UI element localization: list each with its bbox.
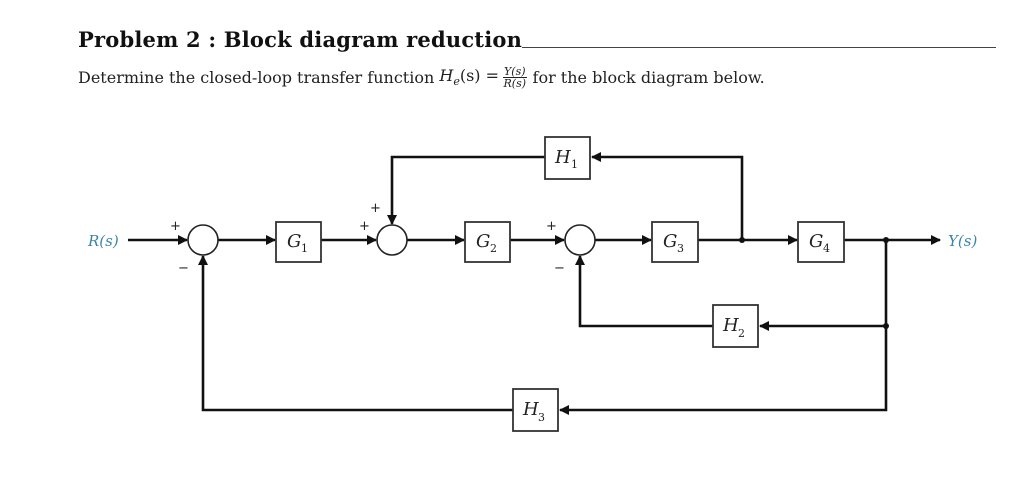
tf-subscript: e <box>453 75 460 89</box>
block-g2: G 2 <box>464 221 511 263</box>
block-g4-letter: G <box>809 231 823 252</box>
description-suffix: for the block diagram below. <box>532 68 765 87</box>
summing-junction-s1: + − <box>170 219 219 276</box>
block-g2-sub: 2 <box>490 242 497 255</box>
block-h1: H 1 <box>544 136 591 180</box>
block-g1: G 1 <box>275 221 322 263</box>
wire-h1-feedback-out <box>387 155 545 225</box>
block-h3-sub: 3 <box>538 411 545 424</box>
block-h2: H 2 <box>712 304 759 348</box>
fraction-denominator: R(s) <box>503 77 527 90</box>
sign-s1-minus: − <box>178 261 189 276</box>
branch-point-g4 <box>883 237 889 243</box>
fraction-numerator: Y(s) <box>503 65 527 78</box>
block-h1-letter: H <box>554 147 571 168</box>
sign-s2-plus-left: + <box>359 219 370 234</box>
block-g1-letter: G <box>287 231 301 252</box>
branch-point-g3 <box>739 237 745 243</box>
problem-title: Problem 2 : Block diagram reduction <box>78 27 523 52</box>
sign-s1-plus: + <box>170 219 181 234</box>
block-g2-letter: G <box>476 231 490 252</box>
output-signal-label: Y(s) <box>948 232 977 250</box>
transfer-function-fraction: Y(s) R(s) <box>503 66 527 89</box>
summing-junction-s3: + − <box>546 219 596 276</box>
block-h1-sub: 1 <box>571 158 578 171</box>
block-h2-sub: 2 <box>738 327 745 340</box>
sign-s3-plus: + <box>546 219 557 234</box>
block-g1-sub: 1 <box>301 242 308 255</box>
tf-arg: (s) = <box>459 66 500 86</box>
block-g3-letter: G <box>663 231 677 252</box>
block-h3: H 3 <box>512 388 559 432</box>
tf-symbol: H <box>439 66 454 86</box>
block-h3-letter: H <box>522 399 539 420</box>
wire-h3-feedback-in <box>559 326 888 415</box>
block-g3: G 3 <box>651 221 699 263</box>
branch-point-h2 <box>883 323 889 329</box>
title-rule <box>522 47 996 48</box>
input-signal-label: R(s) <box>87 232 119 250</box>
block-g4: G 4 <box>797 221 845 263</box>
sign-s3-minus: − <box>554 261 565 276</box>
wire-h2-feedback-out <box>575 255 713 328</box>
wire-h1-feedback-in <box>591 152 744 240</box>
block-g4-sub: 4 <box>823 242 830 255</box>
problem-description: Determine the closed-loop transfer funct… <box>78 66 765 89</box>
sign-s2-plus-top: + <box>370 201 381 216</box>
summing-junction-s2: + + <box>359 201 408 256</box>
block-h2-letter: H <box>722 315 739 336</box>
description-prefix: Determine the closed-loop transfer funct… <box>78 68 440 87</box>
transfer-function-symbol: He(s) = <box>439 66 499 88</box>
wire-h3-feedback-out <box>198 255 513 412</box>
block-g3-sub: 3 <box>677 242 684 255</box>
